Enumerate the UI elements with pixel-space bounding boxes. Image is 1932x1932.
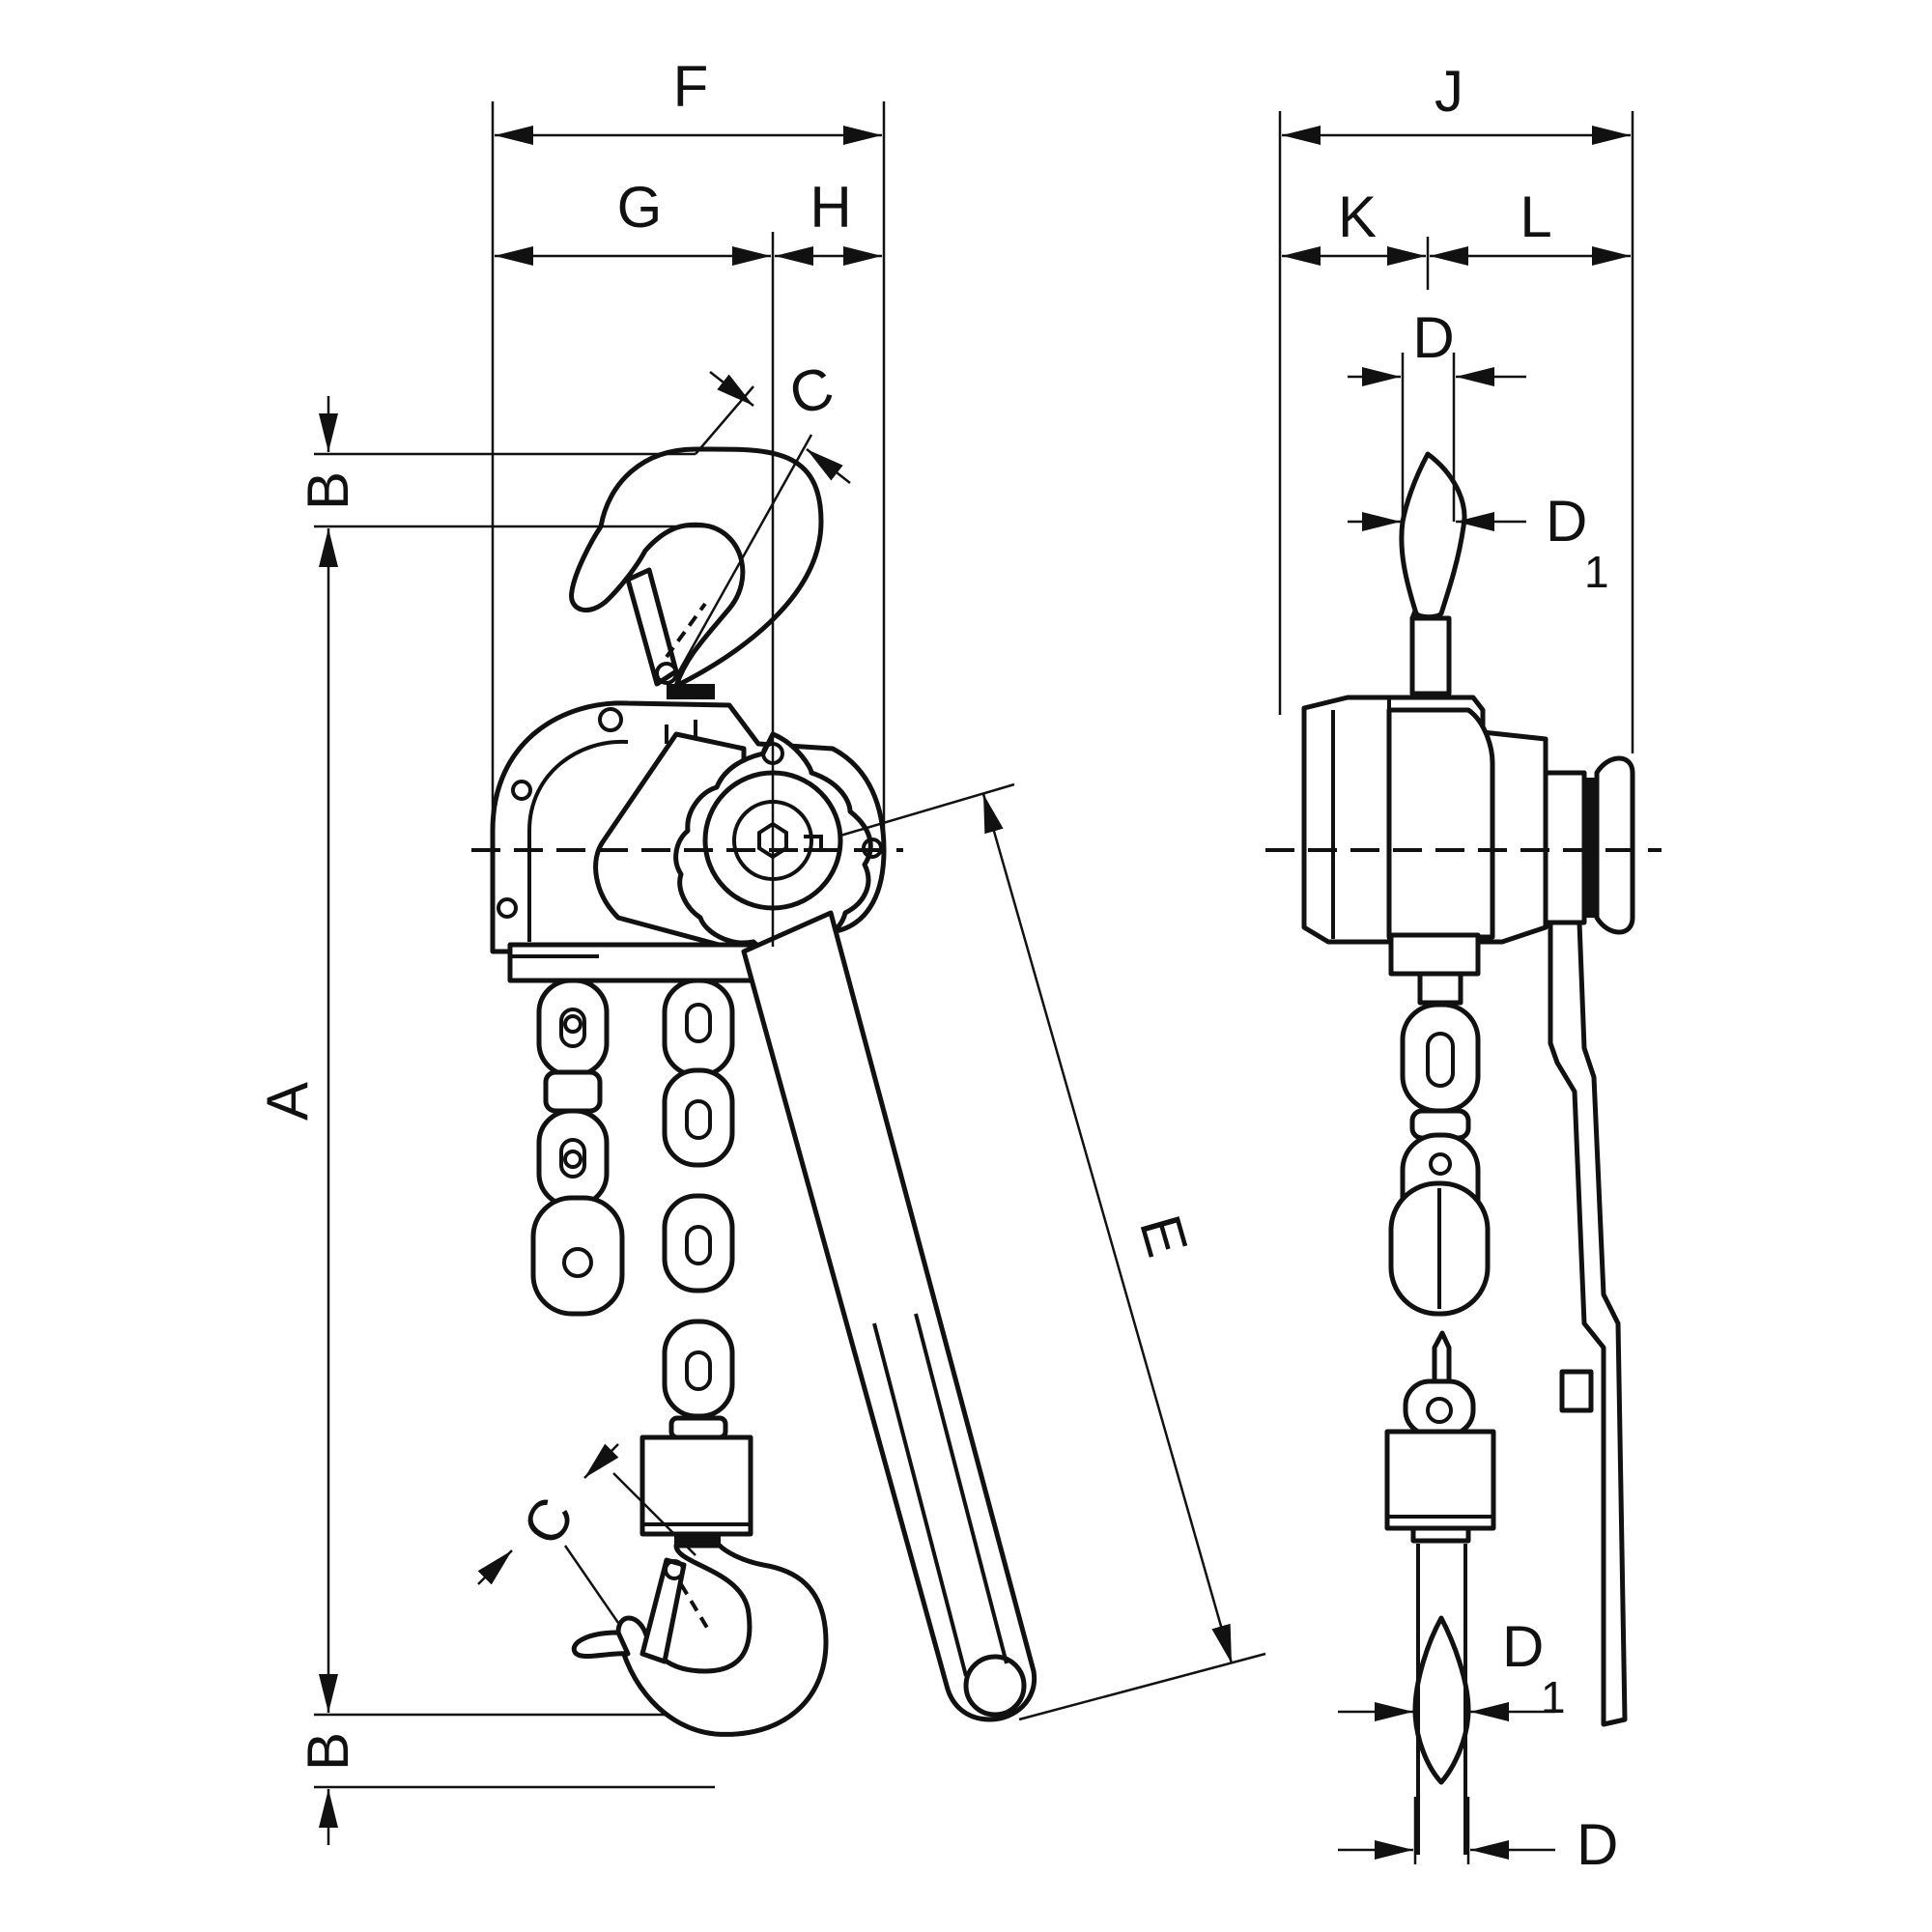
label-D1-bottom: D: [1502, 1614, 1544, 1679]
top-hook: [569, 446, 824, 699]
label-D-bottom: D: [1577, 1812, 1618, 1877]
lever-handle: [741, 910, 1037, 1722]
label-L: L: [1520, 185, 1551, 249]
label-A: A: [255, 1082, 320, 1121]
bottom-block: [639, 1435, 753, 1548]
label-C-bottom: C: [510, 1487, 587, 1555]
left-chain: [530, 978, 625, 1317]
label-G: G: [617, 175, 663, 240]
dimension-lines: [314, 101, 1634, 1864]
bottom-hook-latch: [639, 1557, 687, 1664]
label-B-bottom: B: [296, 1732, 360, 1771]
label-C-top: C: [782, 355, 839, 428]
label-D1-bottom-subscript: 1: [1541, 1672, 1566, 1722]
label-F: F: [673, 54, 709, 119]
label-B-top: B: [296, 471, 360, 510]
dimension-labels: F G H J K L D D 1 D 1 D C C A B B E: [255, 54, 1618, 1877]
bottom-hook: [571, 1543, 829, 1737]
label-J: J: [1435, 59, 1463, 124]
front-view: [471, 446, 1037, 1737]
side-view: [1265, 451, 1662, 1855]
hook-swivel-collar: [667, 684, 715, 699]
top-hook-latch: [625, 567, 679, 687]
dim-E-line: [981, 793, 1234, 1664]
label-H: H: [810, 175, 851, 240]
label-D-top: D: [1412, 305, 1454, 370]
label-D1-top: D: [1546, 489, 1587, 554]
label-K: K: [1338, 185, 1377, 249]
label-D1-top-subscript: 1: [1584, 547, 1609, 597]
load-chain: [662, 978, 735, 1440]
chain-end-stop: [530, 1195, 625, 1317]
label-E: E: [1127, 1208, 1200, 1264]
